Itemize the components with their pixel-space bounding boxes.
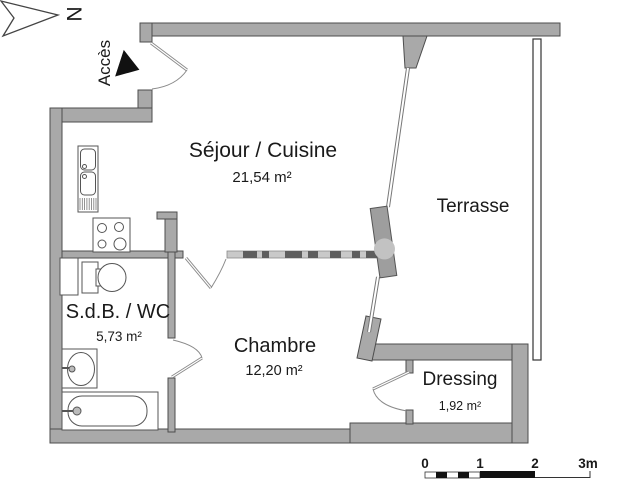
sdb-area: 5,73 m² <box>96 329 142 344</box>
wall-entry-hall <box>49 107 153 123</box>
wall-top <box>139 22 561 37</box>
railing <box>532 38 542 361</box>
terrasse-label: Terrasse <box>437 196 510 217</box>
wall-entry-top-block <box>139 22 153 43</box>
toilet-icon <box>81 261 127 294</box>
chambre-area: 12,20 m² <box>245 363 302 379</box>
wall-sdb-chambre-lower <box>167 377 176 433</box>
sliding-door-icon <box>369 205 398 279</box>
kitchen-sink-icon <box>77 145 99 213</box>
access-label: Accès <box>95 40 114 86</box>
partition-wall-dashed <box>226 250 379 259</box>
glass-wall <box>367 67 410 333</box>
duct-niche <box>59 257 79 296</box>
washbasin-icon <box>61 348 98 389</box>
north-label: N <box>62 6 85 21</box>
access-marker: Accès <box>95 40 140 86</box>
bathtub-icon <box>61 391 159 431</box>
sejour-label: Séjour / Cuisine <box>189 139 337 162</box>
sdb-label: S.d.B. / WC <box>66 301 170 323</box>
sejour-area: 21,54 m² <box>232 169 291 186</box>
bathroom-door <box>171 339 203 379</box>
interior-walls <box>61 211 184 433</box>
exterior-walls <box>49 22 561 444</box>
wall-dressing-hinge-top <box>405 359 414 374</box>
dressing-area: 1,92 m² <box>439 399 481 413</box>
wall-glass-bottom-stub <box>356 315 382 362</box>
wall-bottom-right <box>349 422 529 444</box>
dressing-label: Dressing <box>423 369 498 390</box>
wall-dressing-right <box>511 343 529 444</box>
scale-tick-2: 2 <box>531 456 539 471</box>
north-arrow-icon <box>0 0 61 38</box>
access-arrow-icon <box>115 49 140 77</box>
dressing-door <box>372 370 410 412</box>
wall-glass-top-stub <box>402 35 428 69</box>
room-labels: Séjour / Cuisine 21,54 m² Terrasse S.d.B… <box>66 139 510 413</box>
wall-dressing-top <box>367 343 529 361</box>
scale-bar: 0 1 2 3m <box>421 456 598 479</box>
wall-dressing-hinge-bottom <box>405 409 414 425</box>
scale-tick-0: 0 <box>421 456 429 471</box>
wall-kitchen-horizontal <box>156 211 178 220</box>
north-arrow: N <box>0 0 85 38</box>
chambre-door <box>184 257 227 289</box>
stove-icon <box>92 217 131 253</box>
scale-tick-3m: 3m <box>578 456 598 471</box>
scale-tick-1: 1 <box>476 456 484 471</box>
chambre-label: Chambre <box>234 335 316 357</box>
wall-sdb-chambre-upper <box>167 250 176 339</box>
wall-bottom <box>49 428 353 444</box>
entrance-door <box>150 41 188 90</box>
doors <box>150 41 410 412</box>
